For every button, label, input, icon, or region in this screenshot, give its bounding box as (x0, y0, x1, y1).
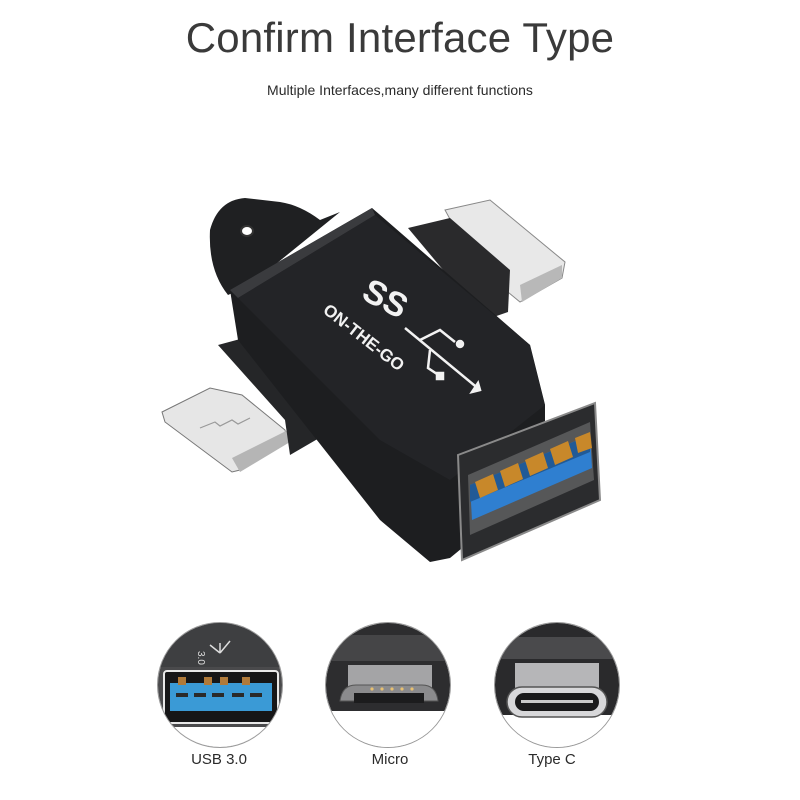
page-subtitle: Multiple Interfaces,many different funct… (267, 82, 533, 98)
micro-usb-plug-icon (161, 335, 333, 473)
usb-trident-icon (404, 327, 482, 394)
lanyard-tab-icon (209, 198, 340, 295)
usb-contacts (475, 432, 592, 498)
interface-label-usb3: USB 3.0 (191, 751, 247, 768)
page-title: Confirm Interface Type (185, 14, 615, 61)
interface-label-type-c: Type C (528, 751, 576, 768)
type-c-plug-icon (408, 199, 566, 320)
usb-c-port-icon (495, 623, 619, 747)
adapter-body: SS ON-THE-GO (230, 208, 602, 562)
micro-usb-port-icon (326, 623, 450, 747)
usb-a-port-icon: 3.0 (158, 623, 282, 747)
usb3-port-circle: 3.0 (157, 622, 283, 748)
otg-adapter-image: SS ON-THE-GO (150, 190, 610, 570)
svg-text:3.0: 3.0 (195, 651, 206, 665)
type-c-port-circle (494, 622, 620, 748)
micro-port-circle (325, 622, 451, 748)
interface-label-micro: Micro (371, 751, 409, 768)
